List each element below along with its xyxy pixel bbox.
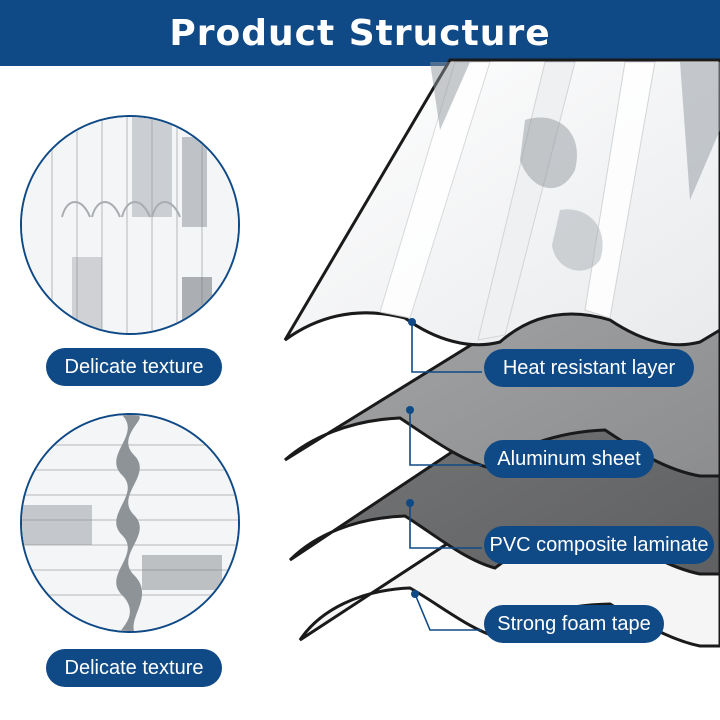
pointer-dot-heat xyxy=(408,318,416,326)
marble-tile-vertical-icon xyxy=(22,117,238,333)
pointer-foam xyxy=(414,593,482,631)
layer-label-pvc: PVC composite laminate xyxy=(484,526,714,564)
page-title: Product Structure xyxy=(169,12,551,54)
pointer-aluminum xyxy=(409,410,482,466)
marble-tile-horizontal-icon xyxy=(22,415,238,631)
pointer-dot-aluminum xyxy=(406,406,414,414)
detail-label-1: Delicate texture xyxy=(46,348,222,386)
detail-circle-vertical xyxy=(20,115,240,335)
marble-stripes xyxy=(379,61,720,341)
pointer-heat xyxy=(411,324,482,373)
header-banner: Product Structure xyxy=(0,0,720,66)
detail-circle-horizontal xyxy=(20,413,240,633)
layer-label-aluminum: Aluminum sheet xyxy=(484,440,654,478)
layer-label-heat-resistant: Heat resistant layer xyxy=(484,349,694,387)
pointer-dot-foam xyxy=(411,590,419,598)
pointer-pvc xyxy=(409,503,482,549)
pointer-dot-pvc xyxy=(406,499,414,507)
layer-label-foam-tape: Strong foam tape xyxy=(484,605,664,643)
detail-label-2: Delicate texture xyxy=(46,649,222,687)
